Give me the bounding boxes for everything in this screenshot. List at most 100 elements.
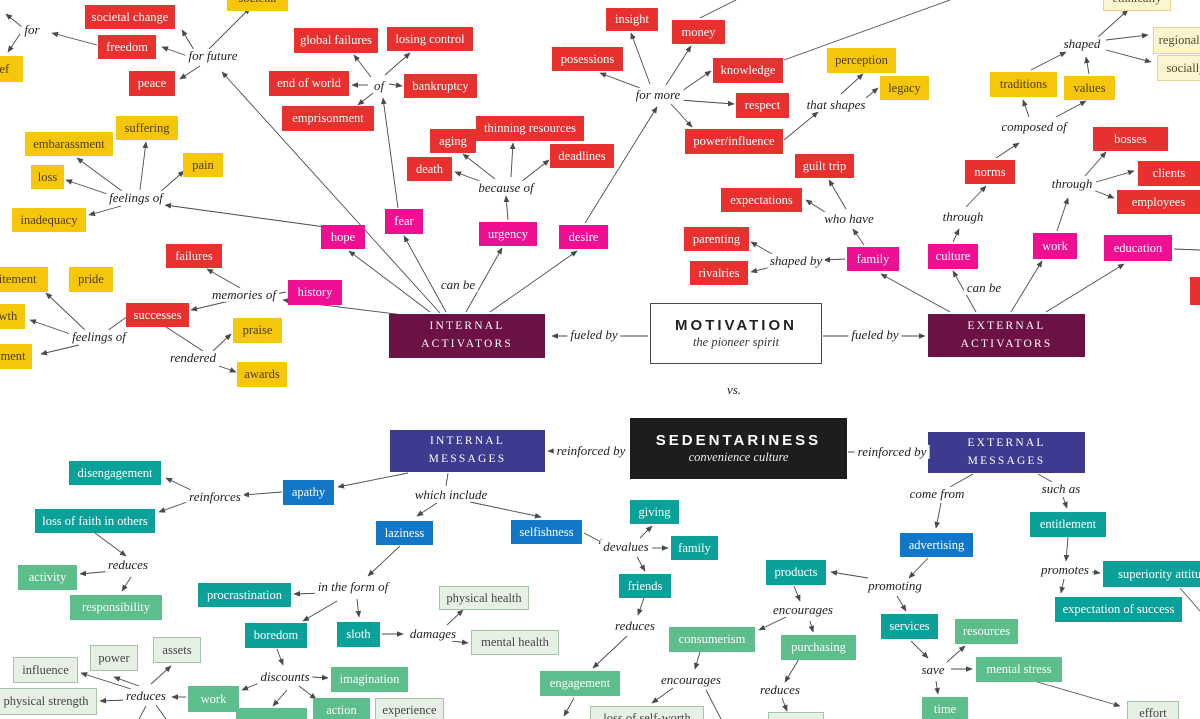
node-expectations: expectations (721, 188, 802, 212)
sedentariness-title: SEDENTARINESS (655, 432, 822, 450)
node-legacy: legacy (880, 76, 929, 100)
edge-line (910, 640, 929, 659)
node-selfishness: selfishness (511, 520, 582, 544)
edge-line (121, 576, 132, 592)
edge-line (965, 185, 987, 208)
connector-label-which-include-25: which include (411, 487, 491, 503)
node-urgency: urgency (479, 222, 537, 246)
edge-line (509, 142, 516, 178)
node-peace: peace (129, 71, 175, 96)
node-expectation-of-success: expectation of success (1055, 597, 1182, 622)
motivation-title: MOTIVATION (675, 317, 797, 335)
edge-line (337, 472, 409, 489)
edge-line (1105, 49, 1152, 64)
node-resources: resources (955, 619, 1018, 644)
sedentariness-subtitle: convenience culture (688, 450, 789, 465)
node-advertising: advertising (900, 533, 973, 557)
edge-line (1033, 680, 1121, 708)
edge-line (357, 92, 374, 106)
connector-label-reinforced-by-22: reinforced by (854, 444, 930, 460)
edge-line (1010, 260, 1043, 313)
edge-line (5, 13, 23, 28)
node-loss: loss (31, 165, 64, 189)
node-belief-cut: belief (0, 56, 23, 82)
node-societal-change: societal change (85, 5, 175, 29)
edge-line (693, 651, 701, 670)
node-pain: pain (183, 153, 223, 177)
edge-line (793, 585, 801, 602)
connector-label-composed-of-18: composed of (998, 119, 1070, 135)
node-clients-cut: clients (1138, 161, 1200, 186)
edge-line (212, 333, 232, 352)
node-posessions: posessions (552, 47, 623, 71)
edge-line (465, 247, 503, 313)
connector-label-reduces-31: reduces (123, 688, 169, 704)
edge-line (805, 199, 829, 215)
node-ment-cut: ment (0, 344, 32, 369)
node-loss-of-self-cut: loss of self-worth (590, 706, 704, 719)
node-apathy: apathy (283, 480, 334, 505)
node-fear: fear (385, 209, 423, 234)
edge-line (1092, 189, 1115, 199)
connector-label-for-more-4: for more (632, 87, 684, 103)
connector-label-shaped-by-7: shaped by (766, 253, 826, 269)
connector-label-reduces-24: reduces (105, 557, 151, 573)
connector-label-in-the-form-of-26: in the form of (314, 579, 392, 595)
edge-line (7, 33, 21, 53)
edge-line (106, 315, 129, 332)
connector-label-promotes-38: promotes (1038, 562, 1092, 578)
node-employees-cut: employees (1117, 190, 1200, 214)
node-influence: influence (13, 657, 78, 683)
node-boredom: boredom (245, 623, 307, 648)
edge-line (1022, 99, 1030, 118)
node-mental-health: mental health (471, 630, 559, 655)
edge-line (520, 159, 550, 183)
node-family-activator: family (847, 247, 899, 271)
connector-label-can-be-12: can be (437, 277, 479, 293)
node-experience-cut: experience (375, 698, 444, 719)
node-respect: respect (736, 93, 789, 118)
edge-line (1173, 248, 1200, 251)
edge-line (1084, 151, 1107, 177)
node-culture: culture (928, 244, 978, 269)
edge-line (158, 500, 191, 513)
edge-line (630, 32, 651, 85)
node-services: services (881, 614, 938, 639)
edge-line (783, 0, 951, 61)
node-norms: norms (965, 160, 1015, 184)
connector-label-of-2: of (370, 78, 388, 94)
edge-line (781, 697, 788, 712)
edge-line (445, 472, 449, 487)
edge-line (381, 97, 399, 209)
node-friends: friends (619, 574, 671, 598)
edge-line (1105, 32, 1149, 41)
node-emprisonment: emprisonment (282, 106, 374, 131)
node-pride: pride (69, 267, 113, 292)
node-superiority-cut: superiority attitude (1103, 561, 1200, 587)
node-green-cut (236, 708, 307, 719)
connector-label-fueled-by-14: fueled by (567, 327, 621, 343)
edge-line (705, 689, 722, 719)
edge-line (651, 687, 674, 704)
node-pale-cut (768, 712, 824, 719)
edge-line (1062, 496, 1068, 509)
connector-label-reinforced-by-21: reinforced by (553, 443, 629, 459)
edge-line (636, 556, 646, 572)
edge-line (99, 697, 127, 704)
edge-line (1055, 100, 1087, 118)
node-bankruptcy: bankruptcy (404, 74, 477, 98)
connector-label-fueled-by-15: fueled by (848, 327, 902, 343)
connector-label-because-of-3: because of (475, 180, 537, 196)
edge-line (699, 0, 737, 19)
node-societal-cut: societal (227, 0, 288, 11)
node-perception: perception (827, 48, 896, 73)
edge-line (995, 142, 1020, 159)
node-money: money (672, 20, 725, 44)
node-physical-health: physical health (439, 586, 529, 610)
edge-line (750, 241, 775, 256)
connector-label-save-39: save (918, 662, 948, 678)
edge-line (80, 672, 135, 691)
edge-line (29, 319, 77, 337)
node-internal-messages: INTERNAL MESSAGES (390, 430, 545, 472)
